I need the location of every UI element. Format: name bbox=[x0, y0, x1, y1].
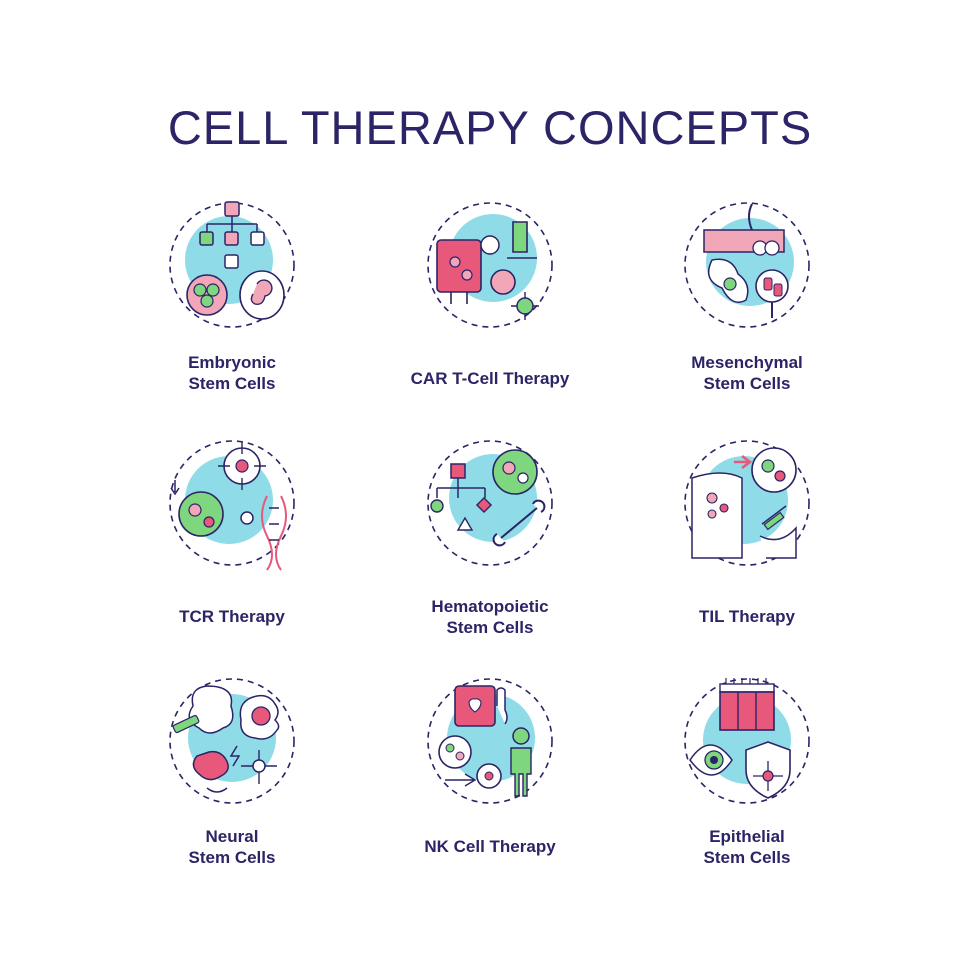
concept-label: CAR T-Cell Therapy bbox=[410, 369, 570, 388]
page-title: CELL THERAPY CONCEPTS bbox=[167, 101, 813, 154]
concept-label: TCR Therapy bbox=[179, 607, 285, 626]
til-icon bbox=[684, 440, 810, 566]
tcr-icon bbox=[169, 440, 295, 571]
embryo-icon bbox=[169, 201, 295, 328]
mesenchymal-icon bbox=[684, 202, 810, 328]
concept-card-car-t: CAR T-Cell Therapy bbox=[370, 200, 610, 440]
concept-card-nk: NK Cell Therapy bbox=[370, 676, 610, 916]
concept-card-til: TIL Therapy bbox=[627, 438, 867, 678]
car-t-cell-icon bbox=[427, 202, 553, 328]
nk-cell-icon bbox=[427, 678, 553, 804]
brain-icon bbox=[169, 678, 295, 804]
hematopoietic-icon bbox=[427, 440, 553, 566]
concept-label: TIL Therapy bbox=[698, 607, 796, 626]
concept-label: NK Cell Therapy bbox=[424, 837, 556, 856]
epithelial-icon bbox=[684, 678, 810, 804]
concept-card-tcr: TCR Therapy bbox=[112, 438, 352, 678]
